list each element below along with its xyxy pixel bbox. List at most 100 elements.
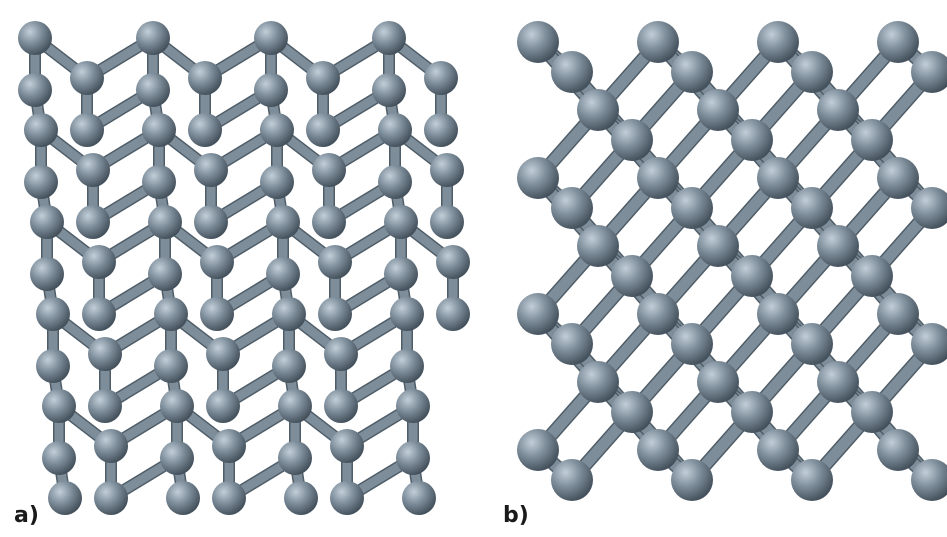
sphere-atom bbox=[637, 429, 679, 471]
sphere-atom bbox=[278, 441, 312, 475]
sphere-atom bbox=[551, 323, 593, 365]
sphere-atom bbox=[254, 73, 288, 107]
sphere-atom bbox=[817, 225, 859, 267]
sphere-atom bbox=[384, 205, 418, 239]
sphere-atom bbox=[877, 21, 919, 63]
sphere-atom bbox=[312, 205, 346, 239]
sphere-atom bbox=[30, 257, 64, 291]
sphere-atom bbox=[148, 205, 182, 239]
sphere-atom bbox=[817, 361, 859, 403]
sphere-atom bbox=[272, 349, 306, 383]
sphere-atom bbox=[671, 51, 713, 93]
sphere-atom bbox=[791, 51, 833, 93]
sphere-atom bbox=[637, 157, 679, 199]
sphere-atom bbox=[384, 257, 418, 291]
sphere-atom bbox=[70, 61, 104, 95]
sphere-atom bbox=[436, 297, 470, 331]
sphere-atom bbox=[637, 293, 679, 335]
panel-b-label: b) bbox=[503, 503, 529, 528]
sphere-atom bbox=[18, 21, 52, 55]
sphere-atom bbox=[306, 113, 340, 147]
panel-a-label: a) bbox=[14, 503, 39, 528]
sphere-atom bbox=[517, 293, 559, 335]
sphere-atom bbox=[372, 73, 406, 107]
sphere-atom bbox=[212, 429, 246, 463]
sphere-atom bbox=[817, 89, 859, 131]
sphere-atom bbox=[160, 441, 194, 475]
sphere-atom bbox=[324, 337, 358, 371]
sphere-atom bbox=[30, 205, 64, 239]
sphere-atom bbox=[148, 257, 182, 291]
sphere-atom bbox=[378, 165, 412, 199]
sphere-atom bbox=[430, 205, 464, 239]
sphere-atom bbox=[577, 89, 619, 131]
sphere-atom bbox=[757, 157, 799, 199]
sphere-atom bbox=[877, 429, 919, 471]
sphere-atom bbox=[697, 89, 739, 131]
sphere-atom bbox=[136, 73, 170, 107]
sphere-atom bbox=[36, 297, 70, 331]
sphere-atom bbox=[637, 21, 679, 63]
sphere-atom bbox=[911, 51, 947, 93]
sphere-atom bbox=[390, 349, 424, 383]
sphere-atom bbox=[70, 113, 104, 147]
sphere-atom bbox=[611, 119, 653, 161]
sphere-atom bbox=[260, 165, 294, 199]
panel-a: a) bbox=[0, 0, 470, 537]
sphere-atom bbox=[330, 481, 364, 515]
sphere-atom bbox=[212, 481, 246, 515]
sphere-atom bbox=[82, 297, 116, 331]
sphere-atom bbox=[911, 187, 947, 229]
sphere-atom bbox=[424, 113, 458, 147]
sphere-atom bbox=[611, 255, 653, 297]
panel-b: b) bbox=[490, 0, 947, 537]
sphere-atom bbox=[757, 21, 799, 63]
sphere-atom bbox=[266, 257, 300, 291]
sphere-atom bbox=[260, 113, 294, 147]
sphere-atom bbox=[188, 61, 222, 95]
sphere-atom bbox=[160, 389, 194, 423]
sphere-atom bbox=[851, 391, 893, 433]
sphere-atom bbox=[200, 297, 234, 331]
sphere-atom bbox=[278, 389, 312, 423]
sphere-atom bbox=[757, 429, 799, 471]
sphere-atom bbox=[306, 61, 340, 95]
sphere-atom bbox=[671, 187, 713, 229]
sphere-atom bbox=[911, 459, 947, 501]
sphere-atom bbox=[877, 157, 919, 199]
sphere-atom bbox=[312, 153, 346, 187]
lattice-b bbox=[517, 21, 947, 501]
sphere-atom bbox=[791, 323, 833, 365]
sphere-atom bbox=[671, 459, 713, 501]
sphere-atom bbox=[324, 389, 358, 423]
sphere-atom bbox=[430, 153, 464, 187]
sphere-atom bbox=[330, 429, 364, 463]
sphere-atom bbox=[551, 51, 593, 93]
sphere-atom bbox=[911, 323, 947, 365]
sphere-atom bbox=[24, 165, 58, 199]
sphere-atom bbox=[517, 429, 559, 471]
sphere-atom bbox=[42, 441, 76, 475]
sphere-atom bbox=[517, 157, 559, 199]
sphere-atom bbox=[254, 21, 288, 55]
sphere-atom bbox=[48, 481, 82, 515]
sphere-atom bbox=[318, 245, 352, 279]
sphere-atom bbox=[82, 245, 116, 279]
sphere-atom bbox=[378, 113, 412, 147]
sphere-atom bbox=[284, 481, 318, 515]
sphere-atom bbox=[551, 459, 593, 501]
sphere-atom bbox=[76, 205, 110, 239]
sphere-atom bbox=[436, 245, 470, 279]
sphere-atom bbox=[671, 323, 713, 365]
sphere-atom bbox=[136, 21, 170, 55]
sphere-atom bbox=[402, 481, 436, 515]
lattice-a bbox=[18, 21, 470, 515]
sphere-atom bbox=[577, 225, 619, 267]
sphere-atom bbox=[94, 429, 128, 463]
sphere-atom bbox=[88, 389, 122, 423]
sphere-atom bbox=[18, 73, 52, 107]
sphere-atom bbox=[697, 225, 739, 267]
sphere-atom bbox=[206, 337, 240, 371]
sphere-atom bbox=[154, 349, 188, 383]
sphere-atom bbox=[318, 297, 352, 331]
